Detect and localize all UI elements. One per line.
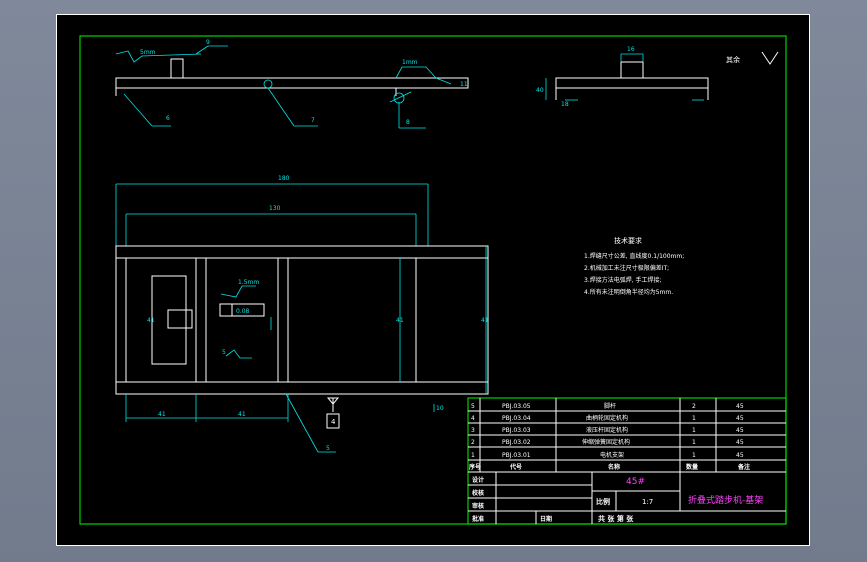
side-view: 16 40 18 其余 [536,46,779,108]
row-3-qty: 1 [692,427,696,434]
bottom-left-dim: 41 [158,411,166,418]
row-5-code: PBJ.03.05 [502,403,531,410]
callout-weld: 5 [222,349,226,356]
tech-req-4: 4.所有未注明倒角半径均为5mm. [584,288,673,296]
weld-size-label: 5mm [140,49,156,56]
rib-dim: 1.5mm [238,279,259,286]
balloon-6: 6 [166,115,170,122]
header-note: 备注 [737,463,750,471]
row-3-note: 45 [736,427,744,434]
balloon-9: 9 [206,39,210,46]
inner-border [79,35,787,525]
width-right-dim: 41 [481,317,489,324]
bottom-right-dim: 10 [436,405,444,412]
front-view-bar [115,77,469,89]
row-1-no: 1 [471,452,475,459]
header-name: 名称 [608,463,620,471]
plan-view: 180 130 41 0.08 1.5 [115,175,489,453]
side-height-dim: 40 [536,87,544,94]
tech-req-3: 3.焊接方法电弧焊, 手工焊接; [584,276,662,284]
plan-top-rail [115,245,489,259]
outer-border [56,14,810,546]
row-2-no: 2 [471,439,475,446]
row-3-name: 液压杆固定机构 [586,426,628,434]
tech-req-title: 技术要求 [614,236,642,245]
crossbar-1 [195,257,207,383]
label-approver: 批准 [472,515,484,523]
balloon-5: 5 [326,445,330,452]
row-1-qty: 1 [692,452,696,459]
header-code: 代号 [509,463,522,471]
side-view-bar [555,77,709,89]
row-2-note: 45 [736,439,744,446]
row-1-code: PBJ.03.01 [502,452,531,459]
drawing-canvas: 5mm 1mm 6 7 8 9 11 [56,14,810,546]
header-qty: 数量 [686,463,698,471]
scale-value: 1:7 [642,498,653,506]
surface-note: 其余 [726,55,740,64]
balloon-8: 8 [406,119,410,126]
front-view: 5mm 1mm 6 7 8 9 11 [115,39,469,129]
title-block: 设计 校核 审核 批准 日期 45# 比例 1:7 共 张 第 张 折叠式踏步机… [468,472,786,524]
row-5-no: 5 [471,403,475,410]
side-dim: 18 [561,101,569,108]
material: 45# [626,477,645,487]
side-width-dim: 16 [627,46,635,53]
row-5-note: 45 [736,403,744,410]
sheet-info: 共 张 第 张 [598,514,634,523]
row-3-code: PBJ.03.03 [502,427,531,434]
row-4-note: 45 [736,415,744,422]
row-5-qty: 2 [692,403,696,410]
height-dim: 41 [396,317,404,324]
tol-frame [219,303,265,317]
tech-req-1: 1.焊缝尺寸公差, 直线度0.1/100mm; [584,252,684,260]
row-2-name: 伸缩弹簧固定机构 [582,438,630,446]
balloon-4-box [326,413,340,429]
parts-list: 5 PBJ.03.05 脚杆 2 45 4 PBJ.03.04 曲柄轮固定机构 … [467,397,787,525]
overall-length-dim: 180 [278,175,290,182]
front-view-post [170,58,184,79]
weld-size-small-label: 1mm [402,59,418,66]
row-1-name: 电机支架 [600,451,624,459]
bottom-mid-dim: 41 [238,411,246,418]
side-view-post [620,61,644,79]
row-4-name: 曲柄轮固定机构 [586,414,628,422]
label-reviewer: 审核 [472,502,484,510]
row-2-code: PBJ.03.02 [502,439,531,446]
row-4-code: PBJ.03.04 [502,415,531,422]
surface-finish-icon [761,51,779,65]
plan-bottom-rail [115,381,489,395]
row-2-qty: 1 [692,439,696,446]
label-designer: 设计 [472,476,484,484]
row-3-no: 3 [471,427,475,434]
header-no: 序号 [468,463,481,471]
row-4-no: 4 [471,415,475,422]
label-date: 日期 [540,515,552,523]
top-detail-dim: 11 [460,81,468,88]
inner-length-dim: 130 [269,205,281,212]
crossbar-2 [277,257,289,383]
row-5-name: 脚杆 [604,402,616,410]
tech-req-2: 2.机械加工未注尺寸极限偏差IT; [584,264,669,272]
tol-frame-value: 0.08 [236,308,250,315]
section-a-dim: 41 [147,317,155,324]
row-4-qty: 1 [692,415,696,422]
balloon-7: 7 [311,117,315,124]
balloon-4: 4 [331,418,336,426]
label-checker: 校核 [472,489,484,497]
row-1-note: 45 [736,452,744,459]
drawing-title: 折叠式踏步机-基架 [688,494,763,506]
drawing-sheet: 5mm 1mm 6 7 8 9 11 [56,14,810,546]
label-scale: 比例 [596,497,610,506]
tech-requirements: 技术要求 1.焊缝尺寸公差, 直线度0.1/100mm; 2.机械加工未注尺寸极… [584,236,684,296]
